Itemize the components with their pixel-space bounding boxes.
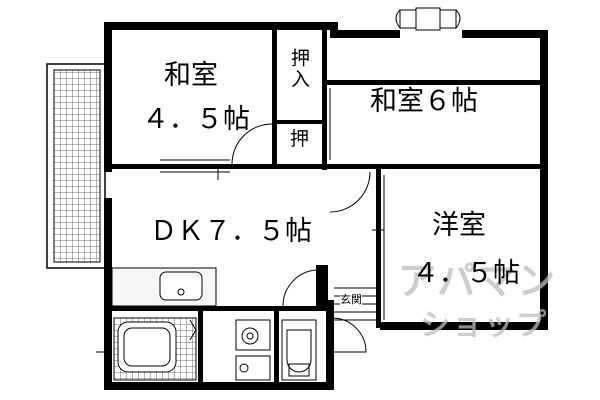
windows <box>109 40 547 320</box>
room-oshiire-small: 押 <box>290 128 310 150</box>
kitchen-counter <box>111 267 217 307</box>
watermark-line-1: アパマン <box>398 259 558 303</box>
room-genkan: 玄関 <box>340 293 362 306</box>
vent-fan-icon <box>395 7 461 31</box>
room-dk: ＤＫ７．５帖 <box>150 216 312 247</box>
room-youshitsu-name: 洋室 <box>432 210 486 241</box>
balcony <box>46 63 106 269</box>
washbasin <box>235 319 271 381</box>
door-swings <box>231 123 371 353</box>
watermark-line-2: ショップ <box>420 308 548 343</box>
wall-ticks <box>96 168 384 353</box>
room-washitsu-45-name: 和室 <box>164 60 218 91</box>
room-washitsu-6: 和室６帖 <box>370 86 478 117</box>
toilet <box>281 319 317 381</box>
room-youshitsu-size: ４．５帖 <box>412 258 520 289</box>
room-washitsu-45-size: ４．５帖 <box>142 104 250 135</box>
interior-walls <box>112 30 542 386</box>
bathroom <box>113 317 197 381</box>
outer-walls <box>104 22 548 390</box>
room-oshiire-top: 押入 <box>288 48 310 90</box>
